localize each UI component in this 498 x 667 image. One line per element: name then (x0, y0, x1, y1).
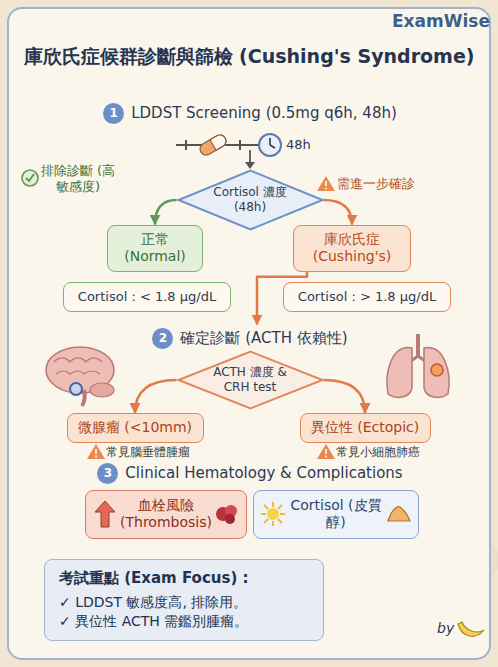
node-text: ✓ LDDST 敏感度高, 排除用。 (59, 594, 247, 612)
callout-number: 2 (152, 328, 173, 349)
node-text: ACTH 濃度 & CRH test (207, 365, 293, 395)
connector-arrow (135, 380, 177, 413)
connector-arrow (324, 380, 366, 413)
decision-diamond: ACTH 濃度 & CRH test (177, 351, 324, 409)
step-heading: 2 確定診斷 (ACTH 依賴性) (148, 325, 352, 352)
callout-number: 3 (97, 463, 118, 484)
result-box: 異位性 (Ectopic) (300, 413, 431, 443)
warning-icon (87, 444, 105, 459)
brand-label: ExamWise (392, 11, 490, 31)
note-label: 常見小細胞肺癌 (336, 444, 420, 461)
banana-icon (458, 622, 484, 636)
node-text: 微腺瘤 (<10mm) (78, 419, 192, 437)
threshold-box: Cortisol : > 1.8 μg/dL (283, 282, 451, 312)
warning-icon (317, 444, 335, 459)
adrenal-icon (386, 504, 412, 524)
node-text: Cortisol (皮質醇) (290, 497, 382, 532)
threshold-box: Cortisol : < 1.8 μg/dL (63, 282, 231, 312)
step-heading: 3 Clinical Hematology & Complications (93, 460, 407, 487)
edge-label: 需進一步確診 (337, 176, 415, 192)
duration-label: 48h (286, 137, 311, 152)
result-box: 正常 (Normal) (107, 225, 203, 272)
decision-diamond: Cortisol 濃度 (48h) (177, 170, 324, 230)
sun-icon (260, 501, 286, 527)
node-text: 異位性 (Ectopic) (311, 419, 419, 437)
node-text: 庫欣氏症 (Cushing's) (304, 231, 400, 266)
connector-arrow (155, 200, 177, 225)
dose-timeline (176, 133, 281, 169)
node-text: Cortisol : < 1.8 μg/dL (78, 289, 216, 305)
callout-number: 1 (103, 103, 124, 124)
check-icon (22, 170, 38, 186)
complication-box: 血栓風險 (Thrombosis) (85, 490, 247, 539)
step-title: Clinical Hematology & Complications (125, 464, 402, 482)
node-text: 血栓風險 (Thrombosis) (120, 497, 212, 532)
node-text: Cortisol 濃度 (48h) (207, 185, 293, 215)
warning-icon (317, 176, 335, 191)
result-box: 微腺瘤 (<10mm) (67, 413, 204, 443)
node-text: 正常 (Normal) (120, 231, 190, 266)
connector-arrow (324, 200, 353, 225)
exam-focus-box: 考試重點 (Exam Focus) : ✓ LDDST 敏感度高, 排除用。✓ 異… (44, 559, 324, 641)
node-text: 考試重點 (Exam Focus) : (59, 569, 249, 588)
up-arrow-icon (94, 500, 116, 528)
note-label: 常見腦垂體腫瘤 (106, 444, 190, 461)
diagram-title: 庫欣氏症候群診斷與篩檢 (Cushing's Syndrome) (14, 44, 484, 70)
step-title: 確定診斷 (ACTH 依賴性) (180, 329, 347, 348)
clot-icon (214, 502, 240, 526)
lungs-illustration (387, 334, 449, 397)
step-heading: 1 LDDST Screening (0.5mg q6h, 48h) (99, 100, 401, 127)
diamond-fill (178, 352, 322, 409)
panel (8, 8, 490, 659)
result-box: 庫欣氏症 (Cushing's) (293, 225, 411, 272)
step-title: LDDST Screening (0.5mg q6h, 48h) (131, 104, 397, 122)
edge-label: 排除診斷 (高敏感度) (40, 163, 116, 196)
signature-label: by (437, 620, 454, 636)
complication-box: Cortisol (皮質醇) (253, 490, 419, 539)
node-text: Cortisol : > 1.8 μg/dL (298, 289, 436, 305)
diamond-fill (178, 171, 322, 230)
node-text: ✓ 異位性 ACTH 需鑑別腫瘤。 (59, 613, 248, 631)
brain-illustration (46, 347, 114, 406)
